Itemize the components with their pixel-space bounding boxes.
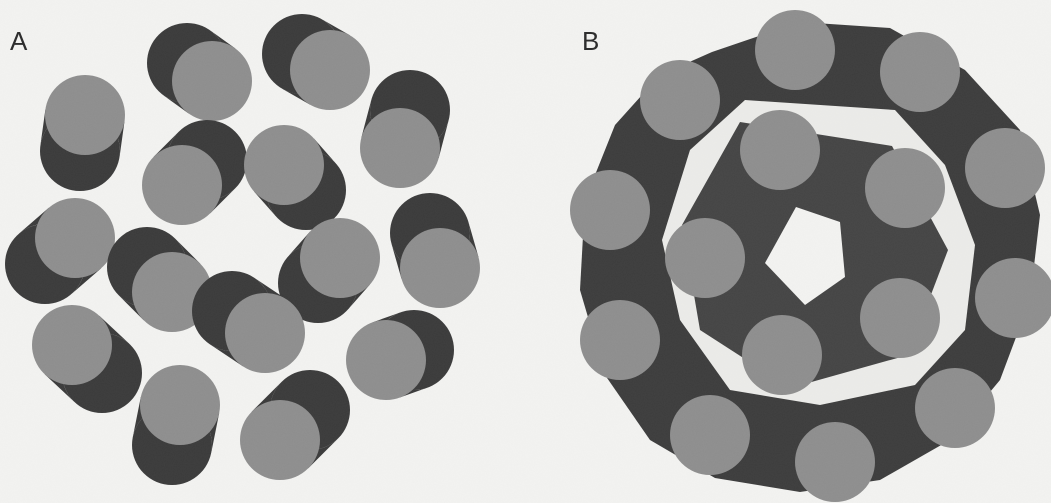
figure-canvas xyxy=(0,0,1051,503)
paper-grain xyxy=(0,0,1051,503)
